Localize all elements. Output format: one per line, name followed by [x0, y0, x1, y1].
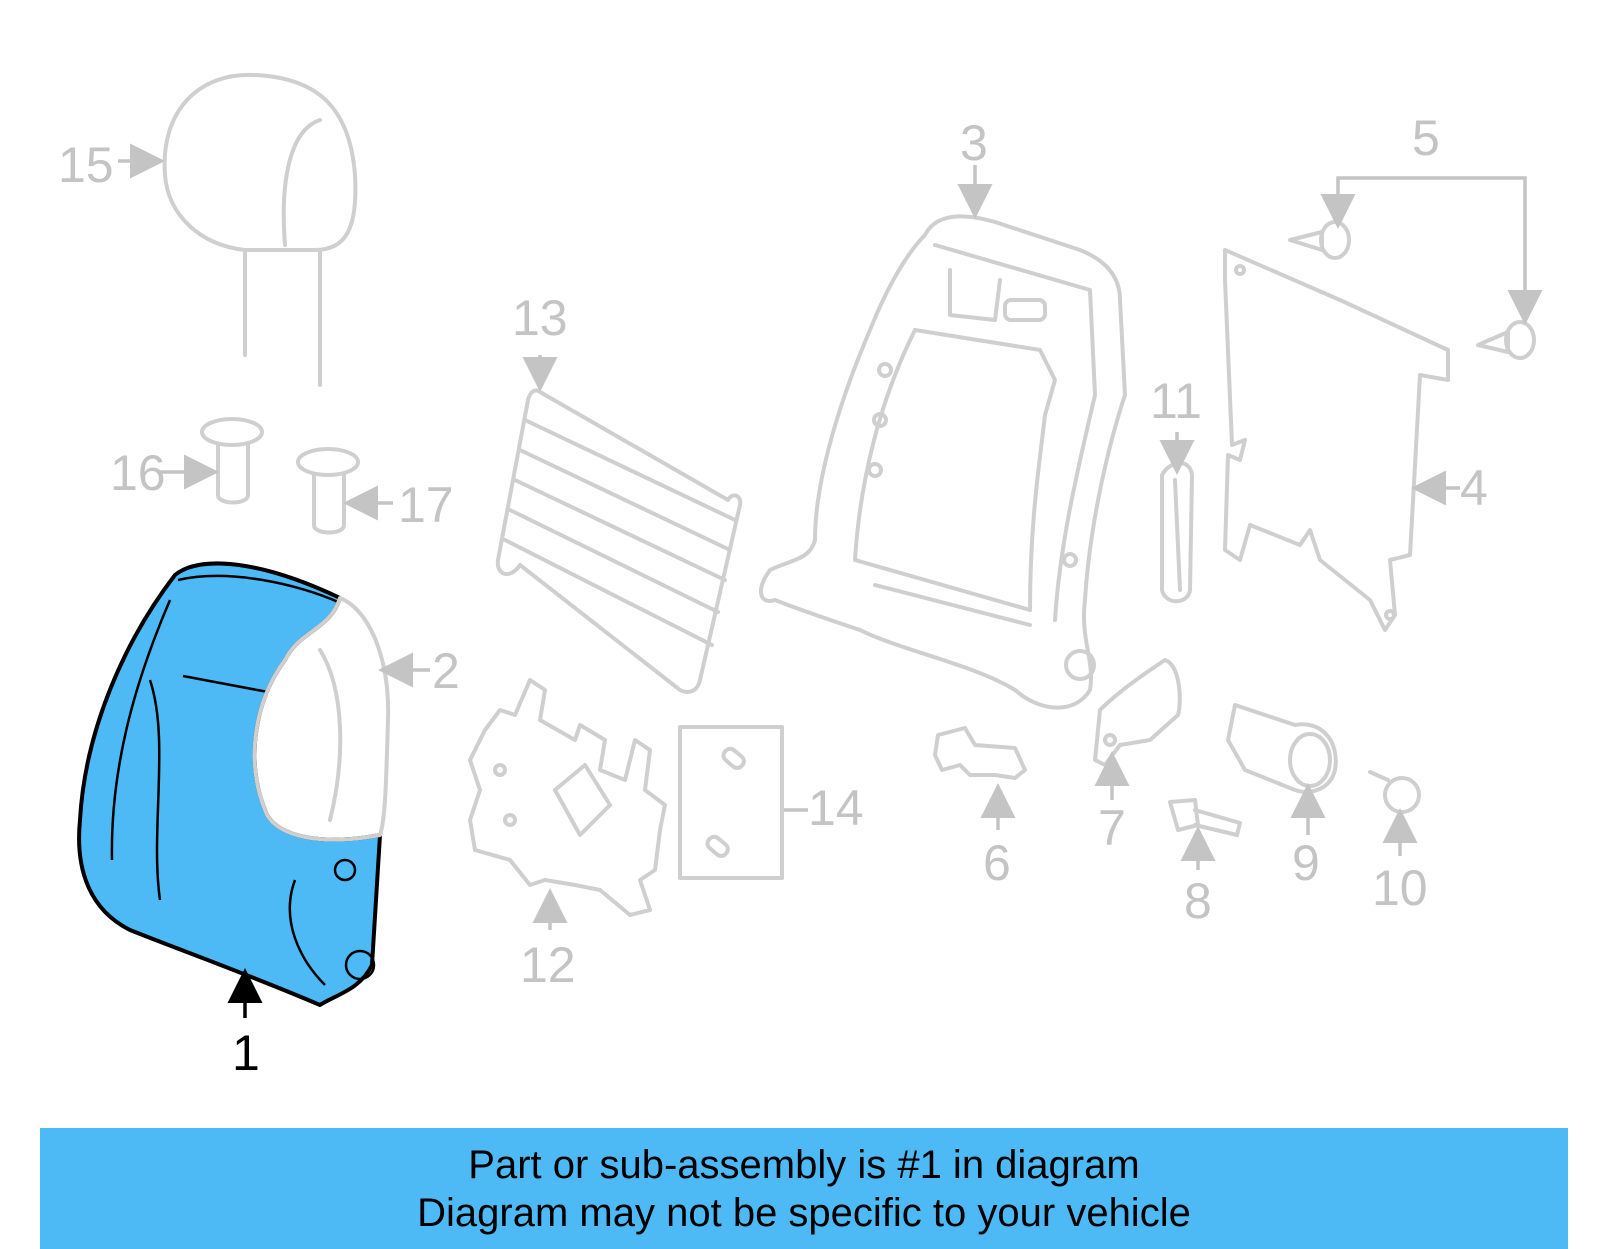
callout-10: 10 [1372, 860, 1428, 916]
pad-14[interactable] [678, 725, 784, 880]
callout-11: 11 [1150, 373, 1202, 429]
bracket-6[interactable] [933, 726, 1027, 780]
lumbar-support-part[interactable] [495, 388, 743, 694]
callout-3: 3 [960, 115, 988, 171]
seat-back-frame-part[interactable] [759, 214, 1127, 710]
banner-line-part-number: Part or sub-assembly is #1 in diagram [468, 1142, 1140, 1187]
adjuster-knob-11[interactable] [1160, 461, 1194, 604]
callout-14: 14 [808, 780, 864, 836]
bolt-8[interactable] [1168, 798, 1242, 837]
callout-7: 7 [1098, 800, 1126, 856]
headrest-part[interactable] [162, 72, 358, 387]
recliner-cover-7[interactable] [1093, 658, 1182, 767]
callout-12: 12 [520, 937, 576, 993]
back-board-part[interactable] [1223, 248, 1450, 632]
guide-clip-17[interactable] [296, 447, 360, 535]
callout-1: 1 [232, 1025, 260, 1081]
callout-6: 6 [983, 835, 1011, 891]
callout-17: 17 [398, 477, 454, 533]
guide-clip-16[interactable] [200, 417, 264, 505]
banner-line-disclaimer: Diagram may not be specific to your vehi… [417, 1190, 1191, 1235]
recline-handle-9[interactable] [1226, 703, 1338, 794]
screw-5a[interactable] [1288, 220, 1351, 260]
control-module-12[interactable] [468, 678, 667, 917]
callout-13: 13 [512, 290, 568, 346]
callout-2: 2 [432, 643, 460, 699]
leader-lines [118, 143, 1543, 1018]
cap-10[interactable] [1368, 770, 1421, 814]
info-banner: Part or sub-assembly is #1 in diagram Di… [40, 1128, 1568, 1249]
callout-15: 15 [58, 137, 114, 193]
callout-5: 5 [1412, 110, 1440, 166]
screw-5b[interactable] [1476, 320, 1536, 360]
callout-4: 4 [1460, 460, 1488, 516]
seat-back-cover-part[interactable] [77, 561, 382, 1007]
callout-16: 16 [110, 445, 166, 501]
callout-9: 9 [1292, 835, 1320, 891]
callout-8: 8 [1184, 873, 1212, 929]
